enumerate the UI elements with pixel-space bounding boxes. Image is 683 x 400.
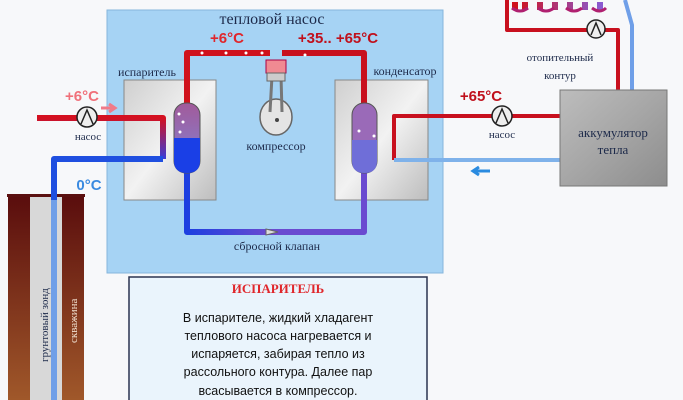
valve-label: сбросной клапан (234, 239, 321, 253)
evaporator-box (123, 79, 217, 201)
brine-in-temp: +6°C (65, 88, 99, 105)
return-flow-arrow-icon (470, 165, 490, 177)
heating-temp: +65°C (460, 88, 502, 105)
accumulator-label-2: тепла (598, 142, 629, 157)
info-line: теплового насоса нагревается и (184, 329, 371, 343)
probe-label: грунтовый зонд (39, 288, 51, 362)
info-line: рассольного контура. Далее пар (184, 365, 373, 379)
heating-pump-icon (491, 105, 513, 127)
radiator-coil-bends (511, 6, 608, 13)
well-label: скважина (68, 298, 80, 343)
evaporator-label: испаритель (118, 65, 176, 79)
evaporator-vessel (173, 102, 201, 174)
pipe-bubbles (200, 51, 307, 57)
brine-pump-icon (76, 106, 98, 128)
heat-accumulator (559, 89, 668, 187)
heat-pump-title: тепловой насос (220, 11, 325, 28)
flow-in-arrow-icon (101, 102, 118, 114)
heating-pump-label: насос (489, 129, 515, 141)
suction-temp: +6°C (210, 30, 244, 47)
condenser-vessel (351, 102, 378, 174)
radiator-coil-icon (512, 2, 603, 10)
info-line: испаряется, забирая тепло из (191, 347, 365, 361)
brine-out-temp: 0°C (76, 177, 101, 194)
info-line: В испарителе, жидкий хладагент (183, 311, 373, 325)
compressor-icon (259, 59, 293, 136)
accumulator-label-1: аккумулятор (578, 125, 648, 140)
condenser-label: конденсатор (373, 64, 436, 78)
circuit-label-2: контур (544, 70, 576, 82)
info-box (128, 276, 428, 400)
brine-pump-label: насос (75, 131, 101, 143)
condenser-box (334, 79, 429, 201)
discharge-temp: +35.. +65°C (298, 30, 378, 47)
circuit-pump-icon (586, 19, 606, 39)
info-title: ИСПАРИТЕЛЬ (232, 281, 325, 296)
circuit-label-1: отопительный (527, 52, 594, 64)
info-line: всасывается в компрессор. (199, 384, 358, 398)
refrigerant-loop (184, 50, 367, 235)
compressor-label: компрессор (246, 139, 305, 153)
expansion-valve-icon (265, 228, 279, 236)
